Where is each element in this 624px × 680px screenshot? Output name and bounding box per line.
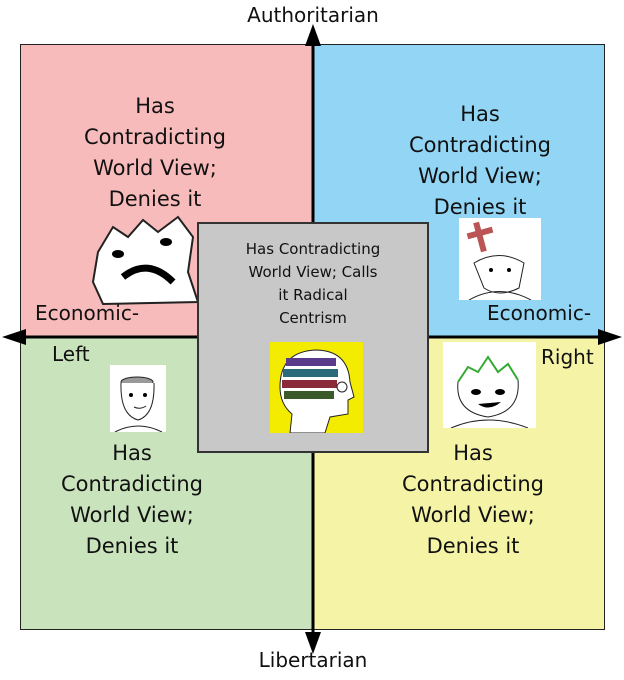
text-line: Contradicting	[409, 133, 551, 157]
quadrant-text-lib-right: Has Contradicting World View; Denies it	[373, 438, 573, 562]
text-line: Has Contradicting	[245, 240, 381, 258]
quadrant-text-auth-right: Has Contradicting World View; Denies it	[380, 99, 580, 223]
brain-bookshelf-head-image	[270, 342, 363, 433]
text-line: Denies it	[433, 195, 527, 219]
arrow-down-icon	[305, 632, 321, 654]
arrow-up-icon	[305, 24, 321, 46]
text-line: Denies it	[85, 534, 179, 558]
text-line: World View;	[411, 503, 535, 527]
center-box-radical-centrism: Has Contradicting World View; Calls it R…	[197, 222, 429, 453]
text-line: Contradicting	[402, 472, 544, 496]
axis-label-economic-right-1: Economic-	[487, 301, 592, 325]
quadrant-text-auth-left: Has Contradicting World View; Denies it	[55, 91, 255, 215]
text-line: Has	[460, 102, 500, 126]
text-line: Centrism	[279, 309, 347, 327]
quadrant-text-lib-left: Has Contradicting World View; Denies it	[32, 438, 232, 562]
axis-label-economic-left-1: Economic-	[35, 301, 140, 325]
wojak-map-image	[88, 212, 200, 305]
text-line: World View;	[418, 164, 542, 188]
arrow-right-icon	[598, 329, 622, 345]
text-line: World View;	[93, 156, 217, 180]
text-line: Contradicting	[61, 472, 203, 496]
axis-label-economic-right-2: Right	[541, 345, 594, 369]
arrow-left-icon	[2, 329, 26, 345]
text-line: Denies it	[108, 187, 202, 211]
wojak-open-head-image	[110, 365, 166, 432]
wojak-cross-image	[459, 218, 541, 300]
text-line: Contradicting	[84, 125, 226, 149]
text-line: it Radical	[278, 286, 348, 304]
axis-label-libertarian: Libertarian	[258, 648, 368, 672]
wojak-stock-chart-image	[443, 342, 536, 428]
text-line: Denies it	[426, 534, 520, 558]
axis-label-authoritarian: Authoritarian	[247, 3, 379, 27]
center-text: Has Contradicting World View; Calls it R…	[199, 238, 427, 330]
text-line: Has	[135, 94, 175, 118]
text-line: World View; Calls	[248, 263, 378, 281]
axis-label-economic-left-2: Left	[52, 342, 90, 366]
text-line: World View;	[70, 503, 194, 527]
text-line: Has	[112, 441, 152, 465]
text-line: Has	[453, 441, 493, 465]
